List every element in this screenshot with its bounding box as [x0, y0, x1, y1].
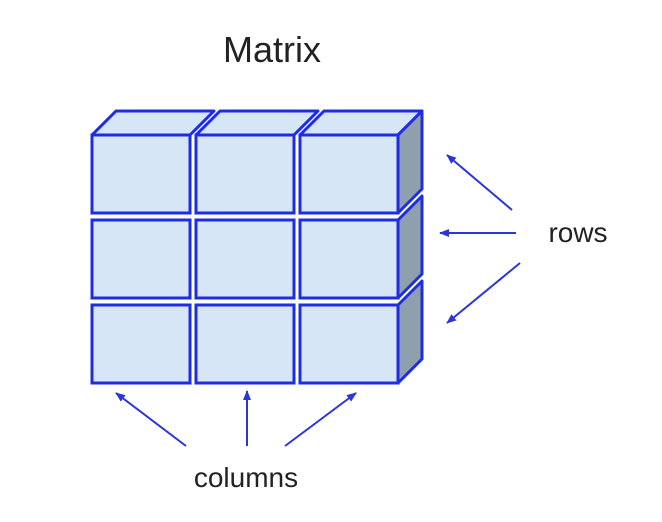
- cube-front-face: [90, 303, 192, 385]
- cube-front-face: [90, 133, 192, 215]
- diagram-title: Matrix: [223, 29, 321, 70]
- matrix-cell: [90, 109, 216, 215]
- cube-front-face: [298, 218, 400, 300]
- matrix-cell: [298, 194, 424, 300]
- matrix-cell: [298, 109, 424, 215]
- matrix-cell: [194, 109, 320, 215]
- row-arrow-top: [446, 154, 513, 211]
- column-arrow-right: [284, 392, 357, 447]
- matrix-cell: [90, 218, 192, 300]
- cube-top-face: [194, 109, 320, 137]
- cube-front-face: [194, 133, 296, 215]
- matrix-cell: [194, 218, 296, 300]
- row-arrow-bottom: [446, 262, 521, 324]
- matrix-cell: [298, 279, 424, 385]
- row-arrows: [439, 154, 521, 324]
- matrix-cell: [194, 303, 296, 385]
- column-arrows: [115, 390, 357, 447]
- rows-label: rows: [548, 217, 607, 248]
- cube-top-face: [90, 109, 216, 137]
- matrix-cell: [90, 303, 192, 385]
- cube-front-face: [90, 218, 192, 300]
- cube-front-face: [194, 218, 296, 300]
- columns-label: columns: [194, 462, 298, 493]
- matrix-grid: [90, 109, 424, 385]
- cube-front-face: [298, 303, 400, 385]
- cube-front-face: [298, 133, 400, 215]
- column-arrow-left: [115, 392, 187, 447]
- cube-front-face: [194, 303, 296, 385]
